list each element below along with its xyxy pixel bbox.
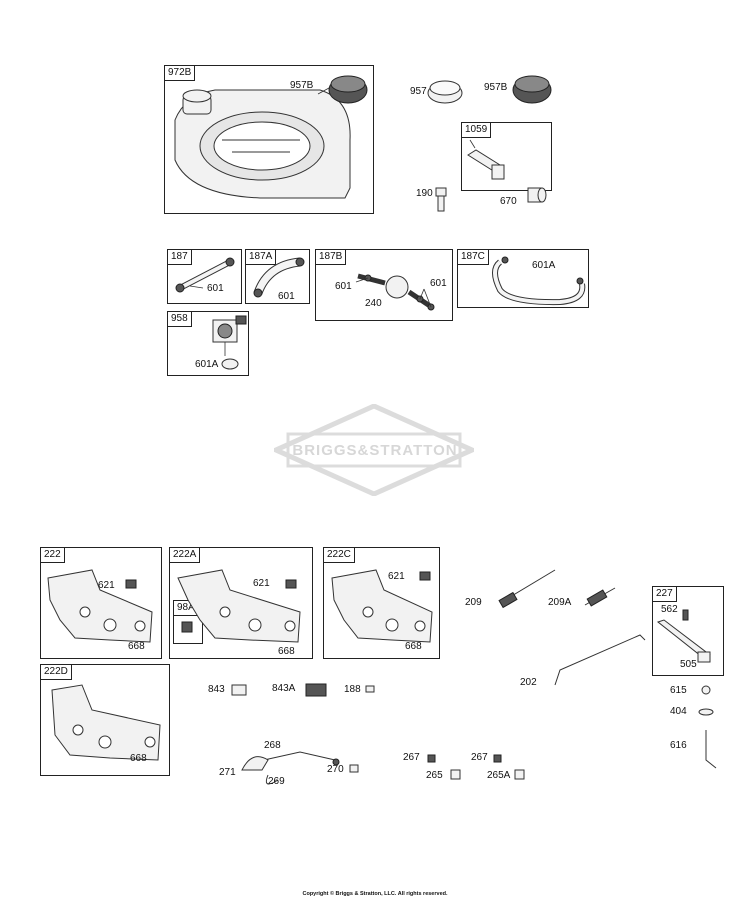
label-240: 240 [365, 298, 382, 309]
screw-267-b-art [493, 754, 502, 763]
box-972B: 972B [164, 65, 374, 214]
watermark-text: BRIGGS&STRATTON [292, 442, 458, 459]
label-621-222C: 621 [388, 571, 405, 582]
label-265A: 265A [487, 770, 511, 781]
box-tag: 222D [40, 664, 72, 680]
cap-957-art [427, 80, 463, 104]
label-601-187: 601 [207, 283, 224, 294]
label-601A-958: 601A [195, 359, 219, 370]
label-268: 268 [264, 740, 281, 751]
label-265: 265 [426, 770, 443, 781]
box-187C: 187C [457, 249, 589, 308]
label-267-a: 267 [403, 752, 420, 763]
box-tag: 98A [173, 600, 199, 616]
label-621-222: 621 [98, 580, 115, 591]
label-271: 271 [219, 767, 236, 778]
box-tag: 222C [323, 547, 355, 563]
label-621-222A: 621 [253, 578, 270, 589]
label-668-222D: 668 [130, 753, 147, 764]
box-tag: 187A [245, 249, 277, 265]
cable-268-art [241, 751, 340, 785]
box-tag: 187B [315, 249, 347, 265]
label-404: 404 [670, 706, 687, 717]
label-270: 270 [327, 764, 344, 775]
box-tag: 222 [40, 547, 65, 563]
label-269: 269 [268, 776, 285, 787]
box-tag: 222A [169, 547, 201, 563]
label-562: 562 [661, 604, 678, 615]
label-601A-187C: 601A [532, 260, 556, 271]
label-668-222: 668 [128, 641, 145, 652]
washer-404-art [698, 708, 714, 716]
box-187: 187 [167, 249, 242, 304]
nut-615-art [701, 685, 711, 695]
nut-270-art [349, 764, 359, 773]
box-tag: 187 [167, 249, 192, 265]
label-670: 670 [500, 196, 517, 207]
spring-209-art [498, 569, 556, 609]
label-209A: 209A [548, 597, 572, 608]
box-tag: 227 [652, 586, 677, 602]
label-957B-b: 957B [484, 82, 508, 93]
label-843A: 843A [272, 683, 296, 694]
label-957B: 957B [290, 80, 314, 91]
screw-190-art [435, 187, 447, 212]
shaft-616-art [705, 730, 717, 769]
label-505: 505 [680, 659, 697, 670]
label-843: 843 [208, 684, 225, 695]
box-98A: 98A [173, 600, 203, 644]
label-209: 209 [465, 597, 482, 608]
label-188: 188 [344, 684, 361, 695]
cap-957B-b-art [512, 75, 552, 104]
label-668-222A: 668 [278, 646, 295, 657]
box-tag: 958 [167, 311, 192, 327]
box-tag: 972B [164, 65, 196, 81]
box-222C: 222C [323, 547, 440, 659]
label-957: 957 [410, 86, 427, 97]
pad-843-art [231, 684, 247, 696]
label-202: 202 [520, 677, 537, 688]
label-190: 190 [416, 188, 433, 199]
label-615: 615 [670, 685, 687, 696]
spring-209A-art [584, 587, 616, 607]
box-tag: 1059 [461, 122, 492, 138]
label-668-222C: 668 [405, 641, 422, 652]
label-267-b: 267 [471, 752, 488, 763]
screw-188-art [365, 685, 375, 693]
box-1059: 1059 [461, 122, 552, 191]
link-202-art [554, 634, 646, 686]
clip-265A-art [514, 769, 525, 780]
screw-267-a-art [427, 754, 436, 763]
box-tag: 187C [457, 249, 489, 265]
box-222D: 222D [40, 664, 170, 776]
label-601-187B-b: 601 [430, 278, 447, 289]
label-616: 616 [670, 740, 687, 751]
copyright-notice: Copyright © Briggs & Stratton, LLC. All … [302, 891, 448, 897]
label-601-187B-a: 601 [335, 281, 352, 292]
briggs-stratton-logo [274, 404, 474, 496]
clip-265-art [450, 769, 461, 780]
pad-843A-art [305, 683, 327, 697]
label-601-187A: 601 [278, 291, 295, 302]
